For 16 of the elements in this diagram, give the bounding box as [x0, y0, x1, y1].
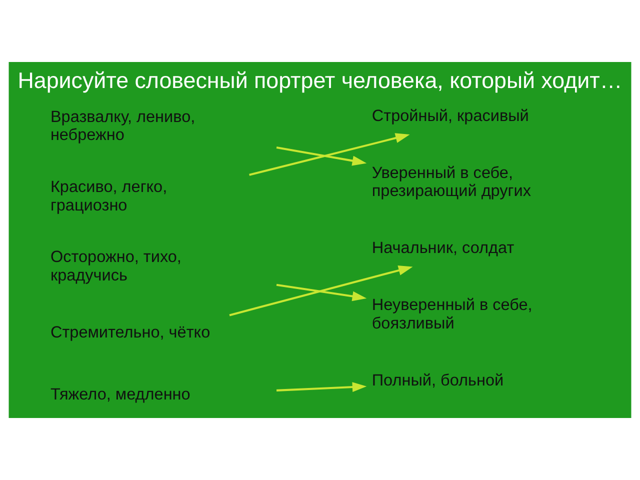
node-text: Осторожно, тихо, крадучись [50, 248, 182, 284]
node-text: Тяжело, медленно [50, 385, 190, 404]
node-text: Красиво, легко, грациозно [50, 178, 168, 214]
arrow [249, 133, 410, 176]
node-text: Уверенный в себе, презирающий других [372, 164, 531, 200]
node-text: Неуверенный в себе, боязливый [372, 296, 532, 332]
node-text: Начальник, солдат [372, 239, 514, 258]
arrow [276, 382, 367, 392]
arrow [229, 266, 413, 316]
node-text: Полный, больной [372, 371, 504, 390]
diagram-title: Нарисуйте словесный портрет человека, который ходит… [18, 68, 622, 94]
node-text: Вразвалку, лениво, небрежно [50, 108, 196, 144]
node-text: Стройный, красивый [372, 106, 529, 125]
node-text: Стремительно, чётко [50, 323, 210, 342]
arrow [276, 284, 367, 302]
arrow [276, 146, 367, 166]
